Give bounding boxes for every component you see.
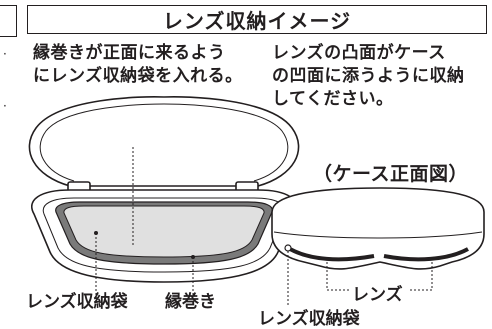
previous-panel-edge <box>0 5 17 37</box>
open-case-base-inner-rim <box>42 197 286 273</box>
closed-case-body <box>271 187 485 270</box>
open-case-lid-rim <box>39 103 289 182</box>
lens-bag <box>63 205 265 258</box>
label-lens: レンズ <box>352 285 403 305</box>
instruction-left: 縁巻きが正面に来るよう にレンズ収納袋を入れる。 <box>33 42 243 88</box>
closed-case-lens-left <box>289 247 375 262</box>
previous-panel-mark: · <box>3 99 7 113</box>
label-edge-binding: 縁巻き <box>165 292 216 312</box>
front-view-caption: （ケース正面図） <box>313 163 469 185</box>
instruction-left-line: 縁巻きが正面に来るよう <box>33 43 226 63</box>
closed-case-bag-mark <box>284 244 292 252</box>
instruction-right: レンズの凸面がケース の凹面に添うように収納 してください。 <box>272 42 465 111</box>
label-lens-bag: レンズ収納袋 <box>26 292 128 312</box>
closed-case-lens-right <box>383 247 469 262</box>
closed-case-illustration <box>271 187 485 270</box>
instruction-right-line: レンズの凸面がケース <box>272 43 446 63</box>
title-box: レンズ収納イメージ <box>27 5 487 34</box>
instruction-right-line: してください。 <box>272 89 394 109</box>
open-case-lid <box>28 96 300 187</box>
closed-case-seam <box>273 231 483 239</box>
label-lens-bag-front: レンズ収納袋 <box>258 309 360 329</box>
instruction-left-line: にレンズ収納袋を入れる。 <box>33 66 243 86</box>
previous-panel-mark: · <box>3 47 7 61</box>
page-title: レンズ収納イメージ <box>162 9 352 33</box>
instruction-right-line: の凹面に添うように収納 <box>272 66 465 86</box>
